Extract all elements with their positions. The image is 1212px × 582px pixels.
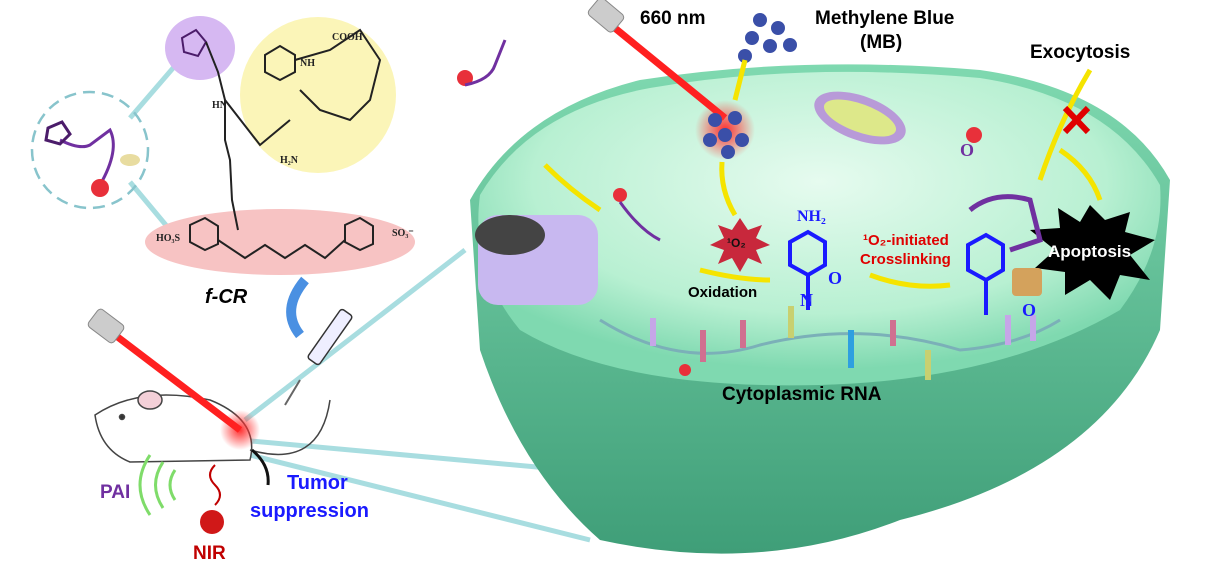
nh2-label: NH₂ <box>797 208 826 225</box>
furan-icon <box>44 120 72 146</box>
chem-so3: SO₃⁻ <box>392 228 414 239</box>
exocytosis-label: Exocytosis <box>1030 42 1131 63</box>
cyanine-highlight <box>145 209 415 275</box>
nir-dot <box>200 510 224 534</box>
probe-label: f-CR <box>205 286 248 308</box>
chem-nh: NH <box>300 58 315 69</box>
activated-mb <box>703 111 749 159</box>
carbonyl-o-label: O <box>828 268 843 288</box>
chem-h2n: H₂N <box>280 155 298 166</box>
cell-cytoplasm <box>478 71 1161 386</box>
probe-dashed-circle <box>30 90 150 210</box>
rna-strand <box>599 318 1061 355</box>
red-bead <box>91 179 109 197</box>
rna-label: Cytoplasmic RNA <box>722 384 882 405</box>
mb-label: Methylene Blue <box>815 8 955 29</box>
tumor-label-1: Tumor <box>287 472 348 494</box>
chem-so3h: HO₃S <box>156 233 181 244</box>
tumor-arrow <box>251 448 270 486</box>
chem-cooh: COOH <box>332 32 363 43</box>
apoptosis-label: Apoptosis <box>1048 242 1132 261</box>
laser-top <box>587 0 728 121</box>
wavelength-label: 660 nm <box>640 8 706 29</box>
mb-abbr-label: (MB) <box>860 32 903 53</box>
crosslink-label-2: Crosslinking <box>860 251 951 268</box>
ketone-o-label: O <box>960 140 975 160</box>
photoacoustic-waves <box>138 454 177 516</box>
crosslink-o-label: O <box>1022 300 1037 320</box>
furan-highlight <box>165 16 235 80</box>
yellow-arrows <box>543 59 1103 289</box>
tumor-label-2: suppression <box>250 500 369 522</box>
n1-label: N <box>800 290 813 310</box>
cytosine-structure <box>788 229 827 310</box>
rna-bases <box>650 306 1036 380</box>
singlet-oxygen-label: ¹O₂ <box>727 236 746 250</box>
crosslinked-cytosine <box>966 232 1005 315</box>
singlet-oxygen-burst <box>710 218 770 272</box>
chemical-structure <box>180 28 382 260</box>
chem-hn: HN <box>212 100 227 111</box>
peptide-highlight <box>240 17 396 173</box>
mouse-illustration <box>94 390 331 463</box>
nir-label: NIR <box>193 543 226 564</box>
nir-emission <box>209 464 221 506</box>
oxidation-label: Oxidation <box>688 284 758 301</box>
crosslink-label-1: ¹O₂-initiated <box>863 232 949 249</box>
pai-label: PAI <box>100 482 131 503</box>
blocked-exocytosis-icon <box>1062 105 1091 135</box>
methylene-blue-molecules <box>738 13 797 63</box>
syringe-icon <box>284 276 353 406</box>
apoptosis-burst <box>1030 205 1155 300</box>
lock-icon <box>1012 268 1042 296</box>
laser-left <box>87 308 243 433</box>
